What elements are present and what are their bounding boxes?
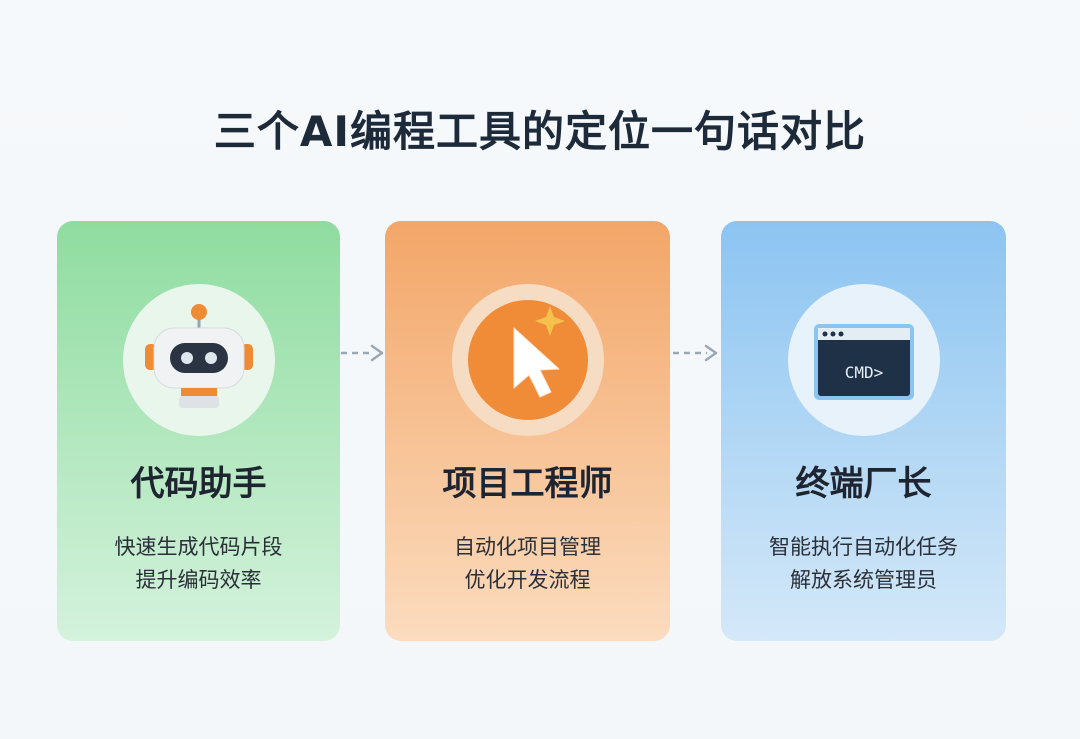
card-code-assistant: 代码助手 快速生成代码片段 提升编码效率 [57,221,340,641]
card-description: 快速生成代码片段 提升编码效率 [57,531,340,597]
cursor-sparkle-icon [467,300,588,420]
card-desc-line: 解放系统管理员 [790,568,937,592]
card-desc-line: 优化开发流程 [464,568,591,592]
card-terminal-manager: CMD> 终端厂长 智能执行自动化任务 解放系统管理员 [721,221,1006,641]
dashed-arrow-icon [673,344,718,362]
icon-circle [122,284,275,436]
page-title: 三个AI编程工具的定位一句话对比 [213,107,867,156]
card-desc-line: 自动化项目管理 [454,535,601,559]
card-title: 代码助手 [130,464,267,504]
card-project-engineer: 项目工程师 自动化项目管理 优化开发流程 [385,221,670,641]
icon-circle: CMD> [787,284,940,436]
dashed-arrow-icon [341,344,384,362]
terminal-icon: CMD> [813,324,914,400]
icon-circle [451,284,604,436]
robot-icon [144,304,253,408]
card-desc-line: 智能执行自动化任务 [769,535,958,559]
card-desc-line: 提升编码效率 [135,568,262,592]
card-title: 终端厂长 [795,464,932,504]
card-title: 项目工程师 [442,464,613,504]
card-description: 自动化项目管理 优化开发流程 [385,531,670,597]
terminal-prompt-text: CMD> [844,363,883,382]
card-desc-line: 快速生成代码片段 [114,535,283,559]
card-description: 智能执行自动化任务 解放系统管理员 [721,531,1006,597]
